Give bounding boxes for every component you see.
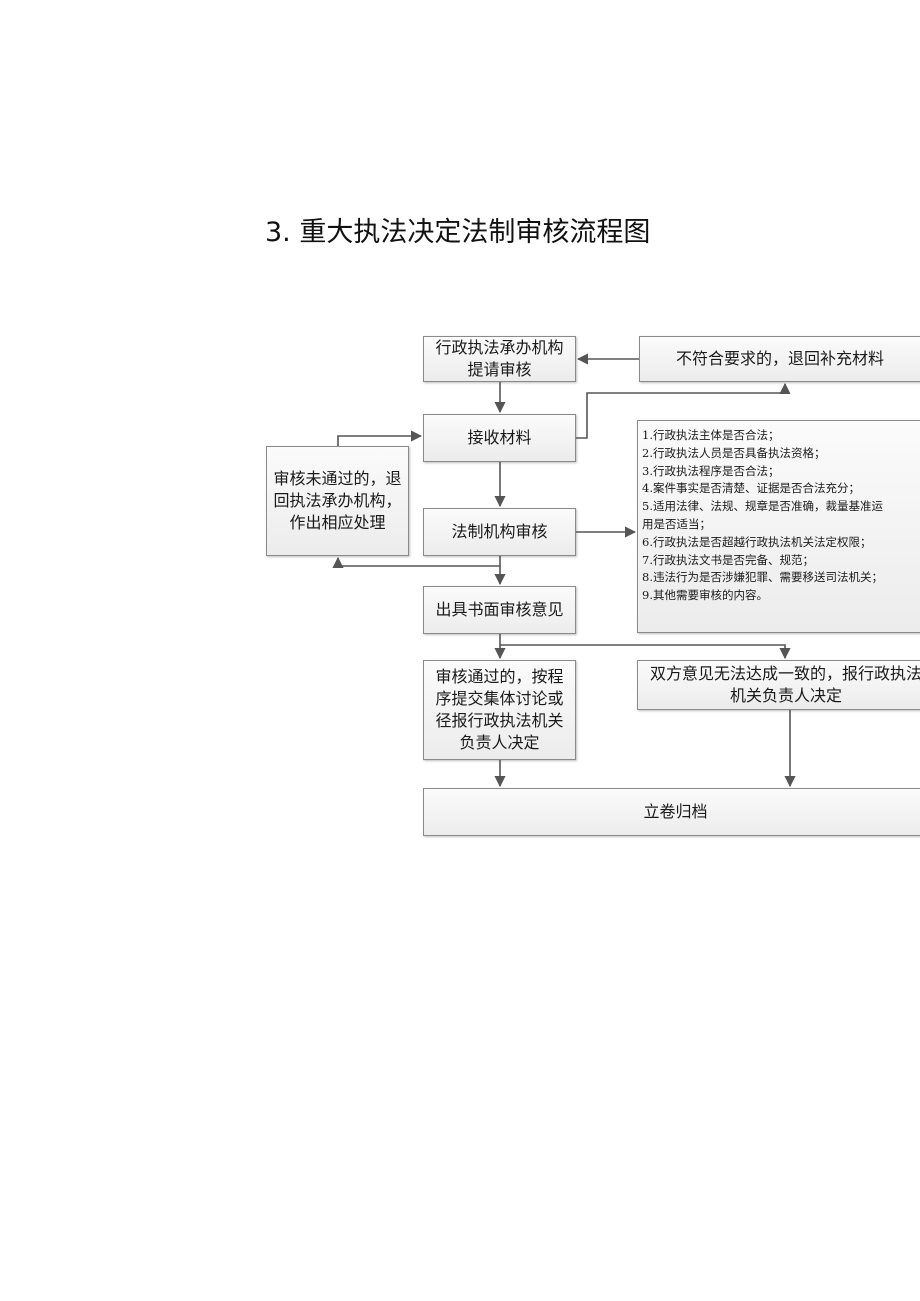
node-legal-label: 法制机构审核 — [451, 522, 548, 541]
arrow-opinion-to-disagree — [500, 644, 791, 660]
checklist-item: 2.行政执法人员是否具备执法资格； — [642, 445, 826, 460]
node-return-label: 不符合要求的，退回补充材料 — [676, 349, 885, 368]
node-review-checklist: 1.行政执法主体是否合法； 2.行政执法人员是否具备执法资格； 3.行政执法程序… — [637, 420, 920, 633]
node-archive: 立卷归档 — [423, 788, 920, 836]
node-written-opinion: 出具书面审核意见 — [423, 586, 576, 634]
checklist-item: 用是否适当； — [642, 516, 711, 531]
arrow-receive-to-return — [576, 382, 791, 439]
checklist-item: 7.行政执法文书是否完备、规范； — [642, 552, 814, 567]
checklist-item: 1.行政执法主体是否合法； — [642, 428, 780, 442]
checklist-item: 8.违法行为是否涉嫌犯罪、需要移送司法机关； — [642, 570, 883, 585]
checklist-item: 6.行政执法是否超越行政执法机关法定权限； — [642, 534, 872, 549]
node-legal-review: 法制机构审核 — [423, 508, 576, 556]
node-disagree-label: 双方意见无法达成一致的，报行政执法机关负责人决定 — [649, 664, 920, 705]
node-receive-materials: 接收材料 — [423, 414, 576, 462]
node-submit-label: 行政执法承办机构提请审核 — [435, 338, 564, 379]
arrow-legal-to-failed — [332, 556, 501, 569]
node-approved-label: 审核通过的，按程序提交集体讨论或径报行政执法机关负责人决定 — [435, 667, 564, 752]
node-return-supplement: 不符合要求的，退回补充材料 — [639, 336, 920, 382]
node-archive-label: 立卷归档 — [643, 802, 708, 821]
arrow-failed-to-receive — [337, 430, 423, 446]
page-title: 3. 重大执法决定法制审核流程图 — [265, 217, 651, 248]
node-submit-for-review: 行政执法承办机构提请审核 — [423, 336, 576, 382]
node-opinion-label: 出具书面审核意见 — [435, 600, 564, 619]
checklist-item: 9.其他需要审核的内容。 — [642, 588, 768, 603]
checklist-item: 4.案件事实是否清楚、证据是否合法充分； — [642, 481, 860, 496]
node-receive-label: 接收材料 — [467, 428, 532, 447]
checklist-item: 3.行政执法程序是否合法； — [642, 463, 780, 478]
node-disagreement: 双方意见无法达成一致的，报行政执法机关负责人决定 — [637, 660, 920, 710]
node-failed-label: 审核未通过的，退回执法承办机构，作出相应处理 — [273, 469, 402, 532]
checklist-item: 5.适用法律、法规、规章是否准确，裁量基准运 — [642, 499, 883, 514]
node-review-failed: 审核未通过的，退回执法承办机构，作出相应处理 — [266, 446, 409, 556]
node-approved: 审核通过的，按程序提交集体讨论或径报行政执法机关负责人决定 — [423, 660, 576, 760]
